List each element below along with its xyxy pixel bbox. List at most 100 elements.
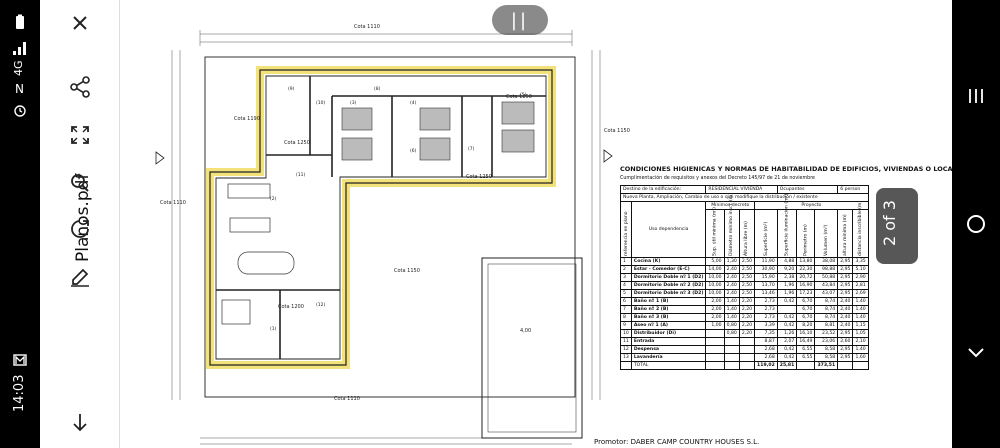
- row-value: 1,40: [852, 345, 869, 354]
- recents-button[interactable]: [964, 84, 988, 108]
- row-value: 1,40: [852, 313, 869, 322]
- row-value: 2,73: [754, 305, 778, 314]
- col-header: Volumen (m³): [814, 209, 838, 258]
- row-ref: 9: [620, 321, 632, 330]
- signal-icon: [12, 40, 28, 56]
- table-title: CONDICIONES HIGIENICAS Y NORMAS DE HABIT…: [620, 165, 952, 173]
- row-ref: 11: [620, 337, 632, 346]
- total-volumen: 373,51: [814, 361, 839, 370]
- row-value: 10,00: [705, 289, 725, 298]
- row-value: [738, 345, 756, 354]
- row-value: 2,00: [705, 297, 725, 306]
- ocupantes-label: Ocupantes: [776, 185, 839, 194]
- row-value: 2,50: [738, 281, 756, 290]
- col-header-text: Perímetro (m): [803, 224, 809, 256]
- back-icon: [968, 348, 984, 358]
- alarm-icon: [12, 102, 28, 118]
- row-value: 0,42: [776, 313, 798, 322]
- row-ref: 1: [620, 257, 632, 266]
- habitability-table: Destino de la edificación: RESIDENCIAL V…: [619, 185, 869, 370]
- col-header-text: Sup. útil mínima (m²): [712, 207, 718, 256]
- row-use: Dormitorio Doble nº 3 (D2): [630, 289, 707, 298]
- reflow-button[interactable]: [65, 214, 95, 244]
- row-use: Estar - Comedor (E-C): [630, 265, 707, 274]
- row-value: 9,20: [776, 265, 798, 274]
- level-label-1: Cota 1110: [354, 24, 380, 30]
- destino-value: RESIDENCIAL VIVIENDA: [705, 185, 778, 194]
- total-label: TOTAL: [630, 361, 707, 370]
- row-value: 2,20: [738, 297, 756, 306]
- row-use: Dormitorio Doble nº 1 (D2): [630, 273, 707, 282]
- share-button[interactable]: [65, 72, 95, 102]
- scroll-handle[interactable]: ||: [492, 5, 548, 35]
- row-value: 11,90: [754, 257, 778, 266]
- fit-screen-button[interactable]: [65, 120, 95, 150]
- level-label-5: Cota 1250: [466, 174, 492, 180]
- download-button[interactable]: [65, 408, 95, 438]
- row-value: 2,40: [723, 265, 740, 274]
- ref-header: referencia en plano: [620, 201, 632, 258]
- row-use: Dormitorio Doble nº 2 (D2): [630, 281, 707, 290]
- row-value: [705, 329, 725, 338]
- level-label-4: Cota 1250: [506, 94, 532, 100]
- table-subtitle: Cumplimentación de requisitos y anexos d…: [620, 176, 816, 181]
- row-value: 2,95: [837, 353, 854, 362]
- habitability-table-block: CONDICIONES HIGIENICAS Y NORMAS DE HABIT…: [619, 165, 952, 370]
- row-value: 1,96: [776, 289, 798, 298]
- home-button[interactable]: [964, 212, 988, 236]
- row-value: 6,70: [796, 313, 816, 322]
- total-cell: [796, 361, 816, 370]
- ref-header-text: referencia en plano: [623, 211, 629, 256]
- back-button[interactable]: [964, 340, 988, 364]
- row-value: [723, 353, 740, 362]
- row-value: 8,58: [814, 353, 839, 362]
- row-value: 13,46: [754, 289, 778, 298]
- dining-table: [237, 251, 295, 275]
- row-value: 10,00: [705, 281, 725, 290]
- row-value: 1,15: [852, 321, 869, 330]
- pdf-page[interactable]: 4,00 Cota 1110 Cota 1190 Cota 1250 Cota …: [120, 0, 952, 448]
- promoter-label: Promotor: DABER CAMP COUNTRY HOUSES S.L.: [594, 438, 760, 446]
- row-value: 2,95: [837, 281, 854, 290]
- row-value: 6,70: [796, 297, 816, 306]
- row-use: Baño nº 2 (B): [630, 305, 707, 314]
- row-value: 43,07: [814, 289, 839, 298]
- bed-room-2: [341, 137, 373, 161]
- row-value: 2,50: [738, 289, 756, 298]
- row-value: 6,55: [796, 345, 816, 354]
- row-value: 5,00: [705, 257, 725, 266]
- sign-button[interactable]: [65, 262, 95, 292]
- row-value: 2,73: [754, 313, 778, 322]
- level-label-2: Cota 1190: [234, 116, 260, 122]
- row-value: 8,20: [796, 321, 816, 330]
- bed-room-3: [419, 107, 451, 131]
- row-value: 0,80: [723, 321, 740, 330]
- search-button[interactable]: [65, 168, 95, 198]
- battery-icon: [12, 14, 28, 30]
- row-ref: 3: [620, 273, 632, 282]
- row-ref: 8: [620, 313, 632, 322]
- level-label-10: Cota 1150: [604, 128, 630, 134]
- row-value: 8,58: [814, 345, 839, 354]
- row-value: 1,40: [723, 313, 740, 322]
- search-icon: [71, 174, 89, 192]
- row-value: 2,68: [754, 345, 778, 354]
- row-value: 23,06: [814, 337, 839, 346]
- row-value: 2,95: [837, 289, 854, 298]
- row-value: 2,50: [738, 265, 756, 274]
- floor-plan-drawing: 4,00 Cota 1110 Cota 1190 Cota 1250 Cota …: [155, 24, 630, 445]
- row-ref: 6: [620, 297, 632, 306]
- col-header-text: altura mínima (m): [842, 214, 848, 256]
- col-header: Sup. útil mínima (m²): [705, 207, 725, 258]
- row-value: 1,40: [852, 297, 869, 306]
- row-value: 2,20: [738, 329, 756, 338]
- col-header: Diámetro mínimo inscr. (m): [724, 193, 740, 258]
- close-button[interactable]: [65, 8, 95, 38]
